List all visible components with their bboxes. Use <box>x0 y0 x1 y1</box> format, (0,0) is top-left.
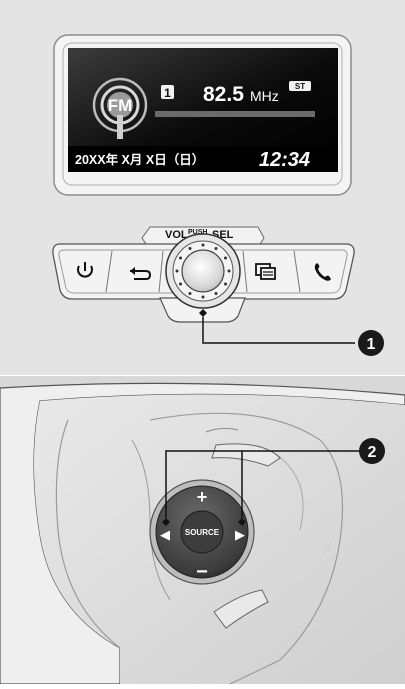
plus-icon: + <box>197 487 208 507</box>
button-strip-inner <box>58 249 348 294</box>
source-label: SOURCE <box>185 528 220 537</box>
volume-up-button[interactable]: + <box>197 487 208 507</box>
seek-right-button[interactable]: ▶ <box>235 527 245 542</box>
minus-icon: − <box>196 561 208 583</box>
display-time: 12:34 <box>259 149 310 171</box>
phone-icon <box>314 263 331 281</box>
preset-number: 1 <box>164 86 171 100</box>
left-arrow-icon: ◀ <box>160 527 170 542</box>
source-button-ring <box>180 510 224 554</box>
steering-wheel: + − ◀ ▶ SOURCE ﾒ <box>0 382 405 685</box>
power-icon <box>77 265 93 278</box>
callout-2-pointer-left <box>162 518 170 526</box>
upper-paddle <box>211 443 281 467</box>
fm-antenna-icon <box>117 115 123 139</box>
screen-toggle-button[interactable] <box>255 263 276 280</box>
frequency-unit: MHz <box>250 88 279 104</box>
lower-paddle <box>213 589 269 629</box>
knob-detents <box>175 243 231 299</box>
display-separator <box>155 111 315 117</box>
preset-badge <box>161 85 174 99</box>
source-button[interactable]: SOURCE <box>185 528 220 537</box>
volume-down-button[interactable]: − <box>196 561 208 583</box>
fm-logo: FM <box>92 77 148 139</box>
callout-1: 1 <box>199 309 384 356</box>
stereo-badge <box>289 81 311 91</box>
callout-2-pointer-right <box>238 518 246 526</box>
wheel-emblem-mark: ﾒ <box>322 540 332 557</box>
back-button[interactable] <box>130 267 152 280</box>
steering-audio-pad: + − ◀ ▶ SOURCE <box>149 479 255 585</box>
frequency: 82.5 <box>203 83 244 106</box>
display-status-bar <box>68 146 338 172</box>
callout-2: 2 <box>162 438 385 526</box>
display-date: 20XX年 X月 X日（日） <box>75 152 204 167</box>
callout-2-number: 2 <box>368 444 377 461</box>
callout-1-number: 1 <box>367 336 376 353</box>
screen-toggle-icon <box>255 263 276 280</box>
display-inner-bezel <box>62 42 343 186</box>
stereo-label: ST <box>295 82 305 91</box>
audio-display: FM 1 82.5 MHz ST 20XX年 X月 X日（日） 12:34 <box>53 34 352 196</box>
knob-label-vol: VOL <box>165 229 188 241</box>
callout-2-badge <box>359 438 385 464</box>
control-panel: VOL PUSH SEL <box>52 226 355 323</box>
phone-button[interactable] <box>314 263 331 281</box>
callout-1-badge <box>358 330 384 356</box>
power-button[interactable] <box>77 262 93 278</box>
back-arrow-icon <box>130 267 152 280</box>
knob-cap <box>181 249 225 293</box>
callout-1-pointer <box>199 309 207 317</box>
seek-left-button[interactable]: ◀ <box>160 527 170 542</box>
vol-push-sel-knob[interactable] <box>165 233 241 309</box>
right-arrow-icon: ▶ <box>235 527 245 542</box>
knob-label-push: PUSH <box>188 229 207 236</box>
fm-label: FM <box>108 96 133 115</box>
fm-logo-dot <box>107 92 133 118</box>
